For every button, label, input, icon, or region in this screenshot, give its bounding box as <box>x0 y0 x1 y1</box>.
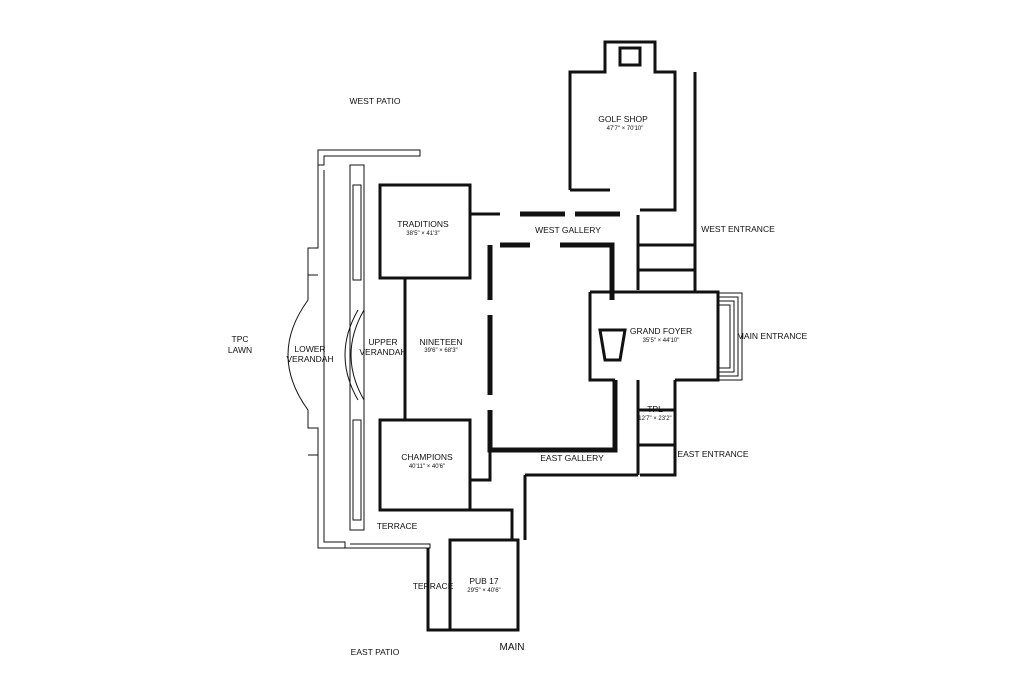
champions-label: CHAMPIONS <box>401 452 453 462</box>
golf-shop-label: GOLF SHOP <box>598 114 648 124</box>
lower-verandah-label-1: LOWER <box>294 344 325 354</box>
tpl-dims: 12'7" × 23'2" <box>638 416 671 422</box>
tpl-label: TPL <box>647 404 663 414</box>
tpc-lawn-label-1: TPC <box>232 334 249 344</box>
tpc-lawn-label-2: LAWN <box>228 345 252 355</box>
west-patio-label: WEST PATIO <box>349 96 400 106</box>
upper-verandah-label-1: UPPER <box>368 337 397 347</box>
nineteen-dims: 39'6" × 68'3" <box>424 348 457 354</box>
grand-foyer-label: GRAND FOYER <box>630 326 692 336</box>
east-entrance-label: EAST ENTRANCE <box>677 449 748 459</box>
terrace-label: TERRACE <box>413 581 454 591</box>
upper-verandah-label-2: VERANDAH <box>359 347 406 357</box>
column-row <box>344 164 365 531</box>
champions-dims: 40'11" × 40'6" <box>409 464 445 470</box>
pub-17-dims: 29'5" × 40'6" <box>467 588 500 594</box>
nineteen-label: NINETEEN <box>420 337 463 347</box>
grand-foyer-dims: 35'5" × 44'10" <box>643 338 680 344</box>
terrace-label: TERRACE <box>377 521 418 531</box>
verandah-outline <box>287 149 431 549</box>
lower-verandah-label-2: VERANDAH <box>286 354 333 364</box>
walls <box>378 40 743 632</box>
room-labels: WEST PATIO TPC LAWN EAST PATIO MAIN WEST… <box>228 96 808 657</box>
golf-shop-dims: 47'7" × 70'10" <box>607 126 644 132</box>
traditions-dims: 38'5" × 41'3" <box>406 231 439 237</box>
traditions-label: TRADITIONS <box>397 219 449 229</box>
main-label: MAIN <box>500 642 525 653</box>
pub-17-label: PUB 17 <box>469 576 499 586</box>
main-entrance-label: MAIN ENTRANCE <box>737 331 808 341</box>
west-gallery-label: WEST GALLERY <box>535 225 601 235</box>
east-gallery-label: EAST GALLERY <box>540 453 604 463</box>
east-patio-label: EAST PATIO <box>351 647 400 657</box>
west-entrance-label: WEST ENTRANCE <box>701 224 775 234</box>
